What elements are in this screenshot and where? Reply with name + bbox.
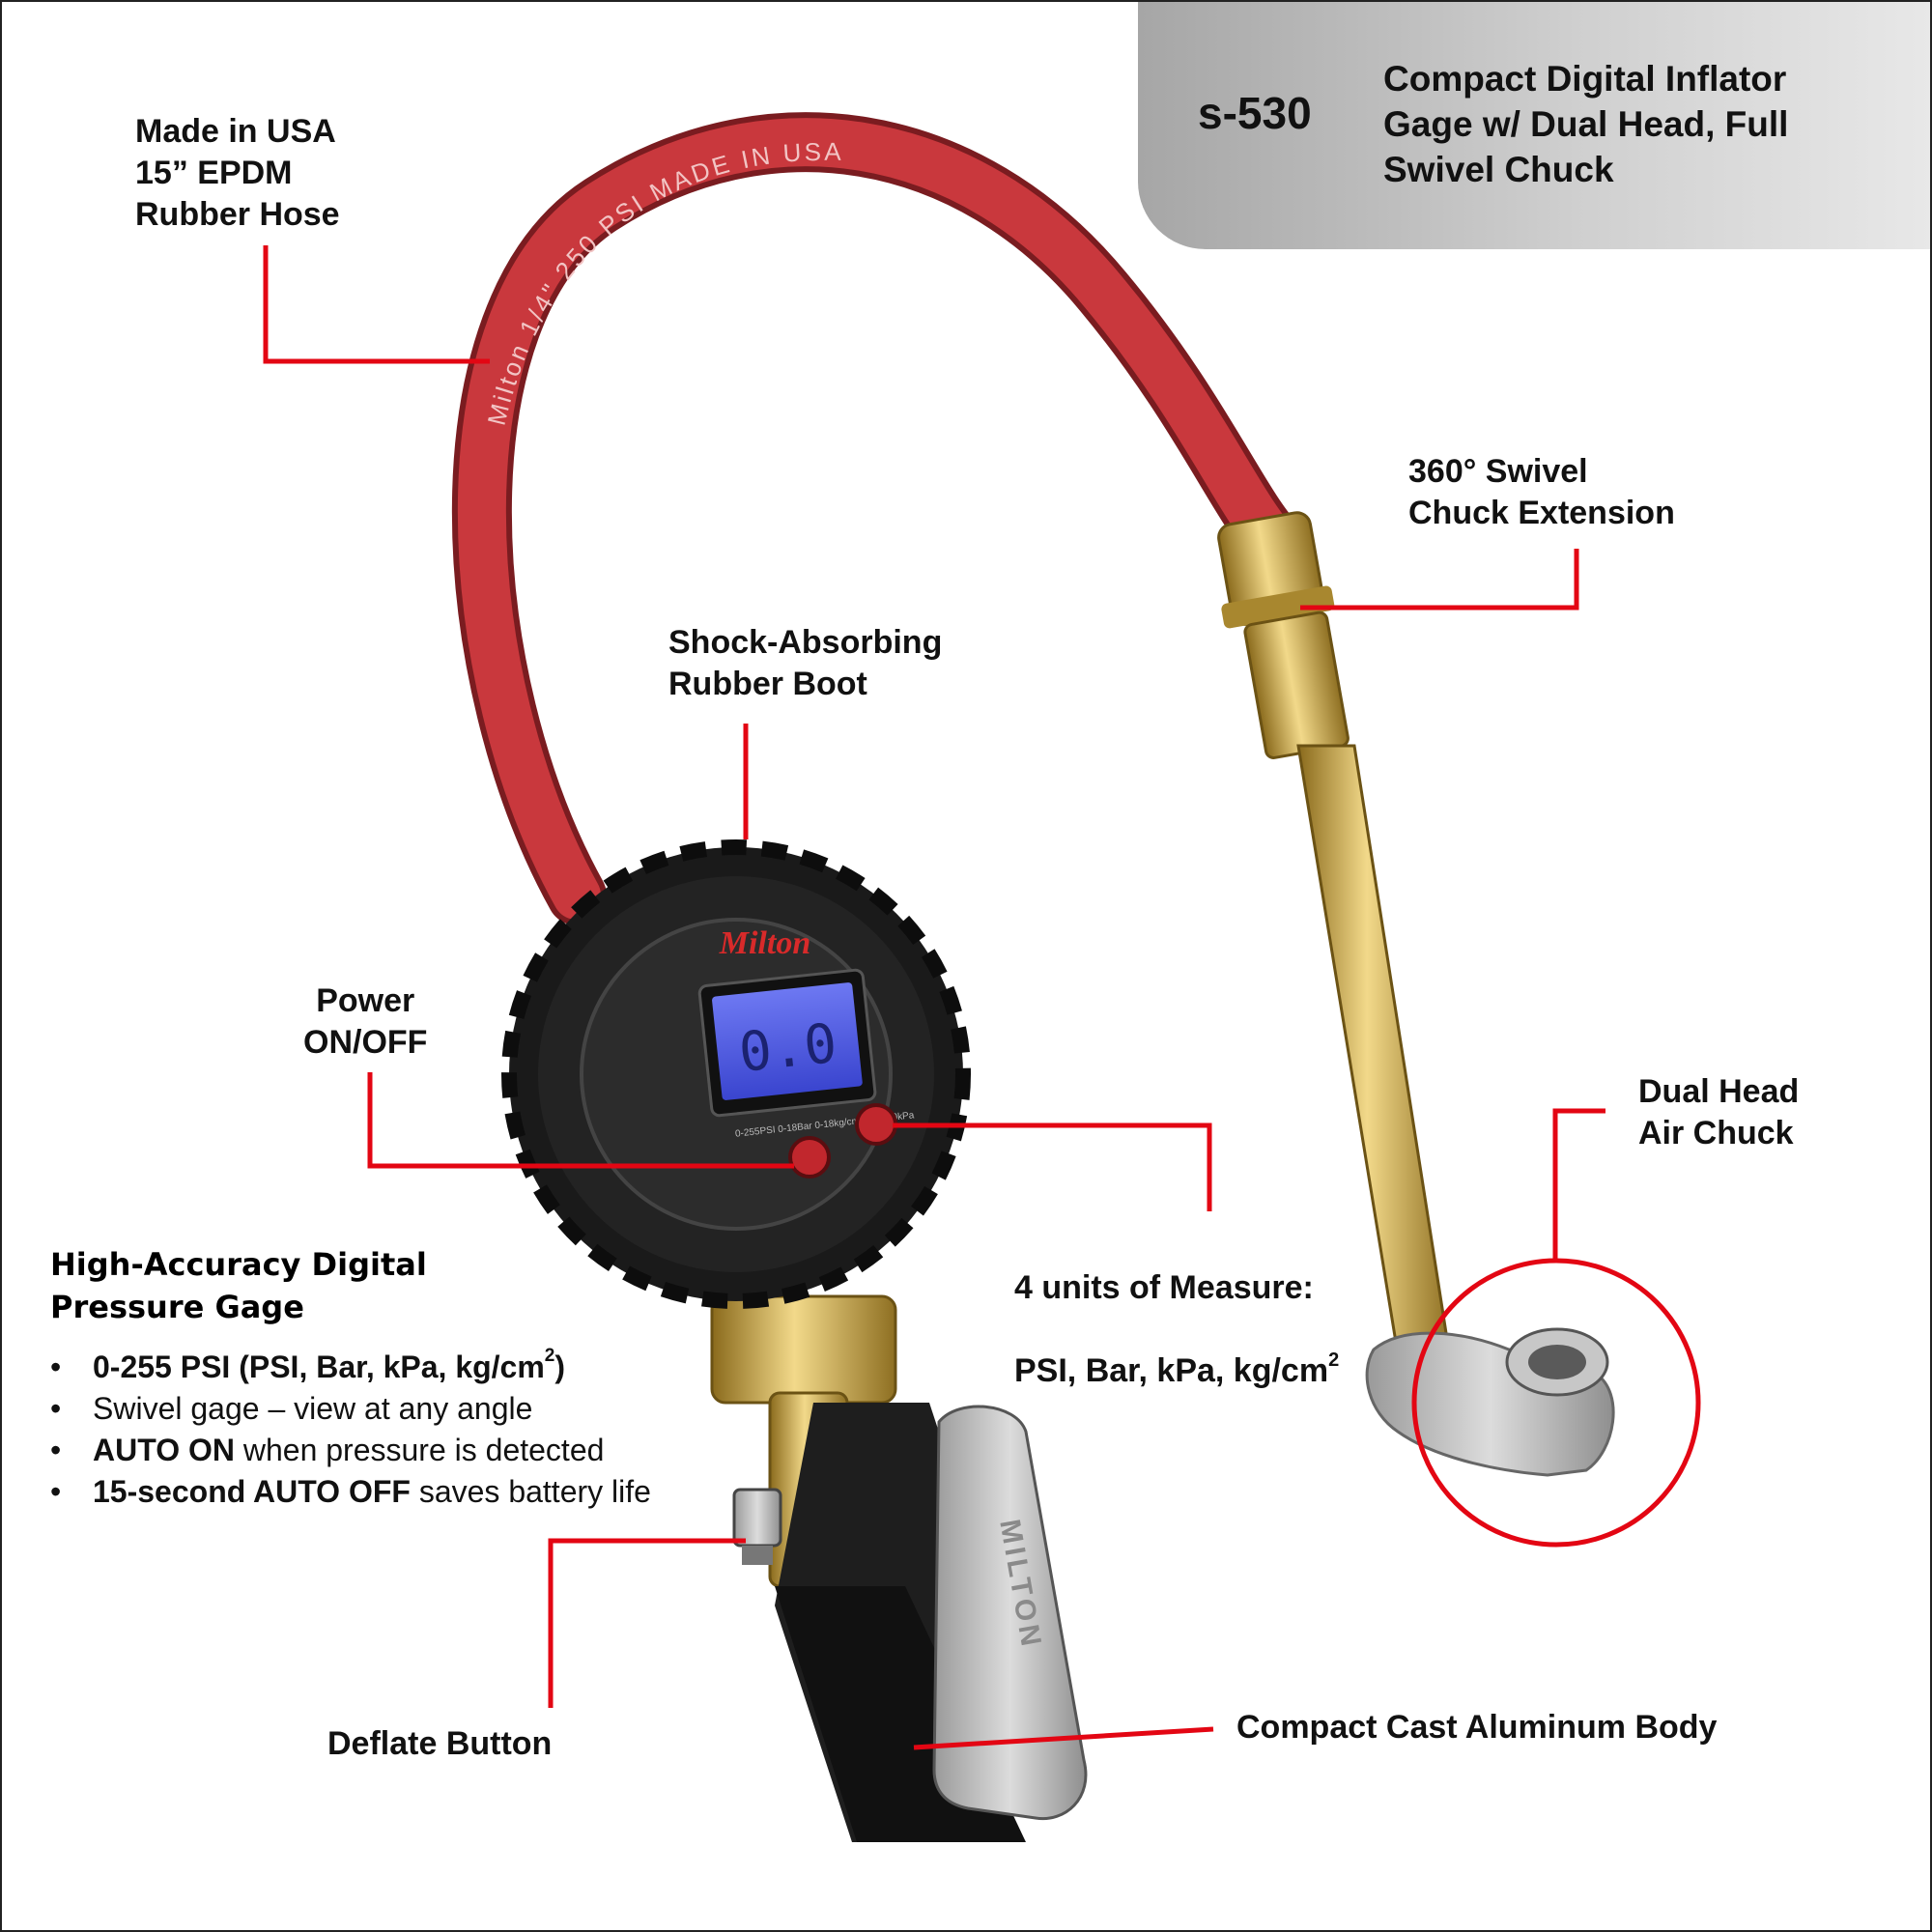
swivel-callout: 360° Swivel Chuck Extension bbox=[1408, 453, 1675, 531]
units-callout: 4 units of Measure: PSI, Bar, kPa, kg/cm… bbox=[1014, 1226, 1339, 1392]
features-list: • 0-255 PSI (PSI, Bar, kPa, kg/cm2) • Sw… bbox=[50, 1347, 668, 1513]
units-callout-line2: PSI, Bar, kPa, kg/cm bbox=[1014, 1352, 1329, 1389]
body-callout: Compact Cast Aluminum Body bbox=[1236, 1709, 1718, 1746]
deflate-callout: Deflate Button bbox=[327, 1725, 553, 1762]
swivel-fitting bbox=[1217, 511, 1350, 759]
units-button bbox=[855, 1103, 897, 1146]
swivel-callout-line bbox=[1300, 549, 1579, 611]
feature-text: Swivel gage – view at any angle bbox=[93, 1391, 533, 1426]
feature-item: • Swivel gage – view at any angle bbox=[50, 1388, 668, 1430]
power-button bbox=[788, 1136, 831, 1179]
feature-text: when pressure is detected bbox=[234, 1433, 605, 1467]
bullet: • bbox=[50, 1474, 62, 1509]
product-title: Compact Digital Inflator Gage w/ Dual He… bbox=[1383, 59, 1789, 189]
feature-bold: 15-second AUTO OFF bbox=[93, 1474, 411, 1509]
deflate-button-nut bbox=[732, 1488, 782, 1565]
features-title: High-Accuracy Digital Pressure Gage bbox=[50, 1246, 427, 1325]
hose-callout-line bbox=[263, 245, 490, 364]
lcd-reading: 0.0 bbox=[736, 1012, 839, 1085]
feature-item: • 15-second AUTO OFF saves battery life bbox=[50, 1471, 668, 1513]
callout-lines bbox=[263, 245, 1701, 1750]
feature-item: • 0-255 PSI (PSI, Bar, kPa, kg/cm2) bbox=[50, 1347, 668, 1388]
units-callout-line bbox=[893, 1122, 1212, 1211]
dual-head-chuck bbox=[1365, 1327, 1615, 1477]
gauge-brand: Milton bbox=[719, 925, 810, 961]
chuck-callout: Dual Head Air Chuck bbox=[1638, 1073, 1800, 1151]
power-callout-line bbox=[367, 1072, 794, 1169]
rubber-hose bbox=[451, 112, 1305, 925]
feature-text: saves battery life bbox=[410, 1474, 651, 1509]
body-callout-line bbox=[913, 1726, 1214, 1750]
units-callout-line1: 4 units of Measure: bbox=[1014, 1269, 1314, 1306]
aluminum-lever bbox=[932, 1405, 1088, 1821]
title-banner: s-530 Compact Digital Inflator Gage w/ D… bbox=[1138, 2, 1930, 249]
lcd-screen bbox=[712, 982, 863, 1100]
feature-bold: AUTO ON bbox=[93, 1433, 235, 1467]
feature-item: • AUTO ON when pressure is detected bbox=[50, 1430, 668, 1471]
bullet: • bbox=[50, 1433, 62, 1467]
rubber-hose-highlight bbox=[457, 118, 1299, 920]
feature-bold: 0-255 PSI (PSI, Bar, kPa, kg/cm2) bbox=[93, 1346, 566, 1384]
boot-callout: Shock-Absorbing Rubber Boot bbox=[668, 624, 943, 702]
power-callout: Power ON/OFF bbox=[303, 982, 428, 1061]
bullet: • bbox=[50, 1391, 62, 1426]
hose-callout: Made in USA 15” EPDM Rubber Hose bbox=[135, 113, 340, 233]
bullet: • bbox=[50, 1350, 62, 1384]
chuck-highlight-circle bbox=[1411, 1258, 1701, 1548]
model-number: s-530 bbox=[1198, 88, 1312, 138]
units-callout-sup: 2 bbox=[1328, 1350, 1340, 1371]
chuck-callout-line bbox=[1552, 1108, 1605, 1262]
digital-gauge: Milton 0.0 0-255PSI 0-18Bar 0-18kg/cm2 0… bbox=[501, 839, 971, 1309]
deflate-callout-line bbox=[548, 1538, 746, 1708]
